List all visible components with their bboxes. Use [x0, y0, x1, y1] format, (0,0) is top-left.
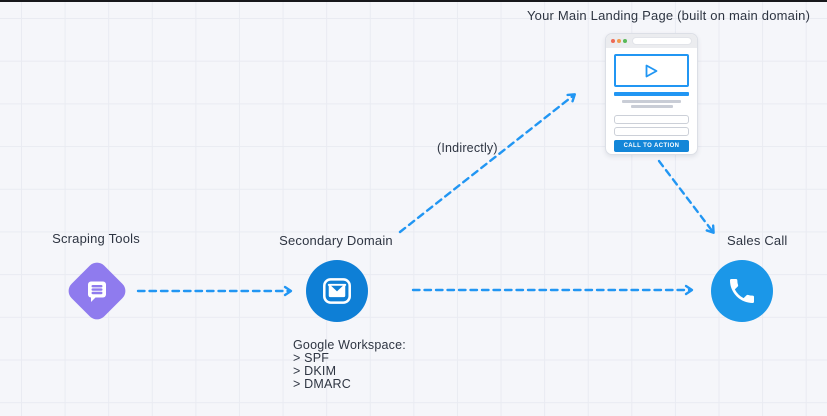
cta-button[interactable]: CALL TO ACTION [614, 140, 689, 152]
browser-body: CALL TO ACTION [606, 48, 697, 152]
top-border-bar [0, 0, 827, 2]
diamond-shape [64, 258, 130, 324]
envelope-icon [323, 278, 351, 304]
browser-dot-red-icon [611, 39, 615, 43]
secondary-domain-details: Google Workspace: > SPF > DKIM > DMARC [293, 339, 406, 391]
arrow-landingpage-to-salescall [657, 159, 715, 234]
sales-call-label: Sales Call [727, 233, 788, 248]
play-icon [645, 64, 658, 77]
headline-placeholder-bar [614, 92, 689, 96]
chat-list-icon [88, 281, 106, 302]
details-line: > DMARC [293, 376, 352, 391]
browser-address-bar [632, 37, 692, 45]
text-placeholder-line [630, 105, 673, 108]
details-line: Google Workspace: [293, 338, 406, 352]
indirectly-annotation: (Indirectly) [437, 141, 498, 155]
scraping-tools-node[interactable] [64, 258, 130, 324]
landing-page-mockup[interactable]: CALL TO ACTION [605, 33, 698, 155]
browser-dot-green-icon [623, 39, 627, 43]
arrow-domain-to-landingpage [398, 93, 576, 234]
browser-header [606, 34, 697, 48]
scraping-tools-label: Scraping Tools [52, 231, 140, 246]
details-line: > DKIM [293, 363, 337, 378]
secondary-domain-node[interactable] [306, 260, 368, 322]
browser-dot-orange-icon [617, 39, 621, 43]
sales-call-node[interactable] [711, 260, 773, 322]
phone-icon [730, 279, 754, 303]
landing-page-title: Your Main Landing Page (built on main do… [527, 8, 811, 23]
details-line: > SPF [293, 350, 330, 365]
text-placeholder-line [622, 100, 681, 103]
form-input-placeholder [614, 115, 689, 124]
form-input-placeholder [614, 127, 689, 136]
secondary-domain-label: Secondary Domain [279, 233, 393, 248]
video-player-placeholder [614, 54, 689, 87]
